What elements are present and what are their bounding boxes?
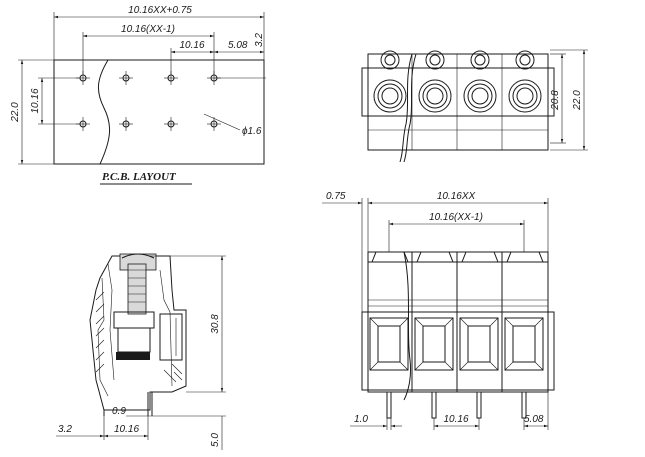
wire-entry xyxy=(508,79,542,113)
front-pin xyxy=(476,391,482,419)
pcb-layout-heading: P.C.B. LAYOUT xyxy=(102,171,177,183)
pcb-hole xyxy=(207,117,221,131)
front-view-left-offset-label: 0.75 xyxy=(326,191,346,202)
pcb-break-line xyxy=(98,59,110,165)
leader-line xyxy=(203,113,241,131)
front-view-break-line xyxy=(403,251,411,401)
pcb-hole-dia-label: ϕ1.6 xyxy=(242,126,262,137)
top-view-outline xyxy=(367,53,549,151)
side-view-pin-pitch-label: 10.16 xyxy=(114,424,139,435)
side-view-pin-length-label: 5.0 xyxy=(210,433,221,447)
wire-opening xyxy=(504,317,544,371)
pcb-hole xyxy=(164,117,178,131)
pcb-total-width-label: 10.16XX+0.75 xyxy=(128,5,192,16)
wire-entry xyxy=(373,79,407,113)
front-view-wire-openings xyxy=(369,317,544,371)
screw-hole xyxy=(425,50,445,70)
pcb-pitch-label: 10.16 xyxy=(179,40,204,51)
top-view: 20.8 22.0 xyxy=(361,49,588,163)
front-pin xyxy=(431,391,437,419)
side-view-wire-entry xyxy=(159,313,183,361)
top-view-flange xyxy=(361,67,555,117)
pcb-height-label: 22.0 xyxy=(10,102,21,123)
front-view-pitch-label: 10.16 xyxy=(443,414,468,425)
screw-hole xyxy=(470,50,490,70)
pcb-layout-view: 10.16XX+0.75 10.16(XX-1) 10.16 5.08 3.2 … xyxy=(10,5,266,185)
side-view: 30.8 5.0 0.9 3.2 10.16 xyxy=(56,253,226,450)
front-view: 0.75 10.16XX 10.16(XX-1) 1.0 10.16 5.08 xyxy=(322,191,555,430)
side-view-pin-offset-label: 3.2 xyxy=(58,424,72,435)
pcb-edge-offset-label: 5.08 xyxy=(228,40,248,51)
side-view-housing xyxy=(89,255,187,411)
wire-entry xyxy=(418,79,452,113)
front-view-pitch-span-label: 10.16(XX-1) xyxy=(429,212,483,223)
screw-hole xyxy=(380,50,400,70)
side-view-clamp xyxy=(116,352,150,360)
wire-opening xyxy=(414,317,454,371)
pcb-hole xyxy=(119,117,133,131)
pcb-row-spacing-label: 10.16 xyxy=(30,88,41,113)
pcb-holes xyxy=(76,71,221,131)
pcb-hole xyxy=(119,71,133,85)
top-view-break-line xyxy=(399,53,413,163)
pcb-outline xyxy=(53,59,265,165)
wire-opening xyxy=(369,317,409,371)
top-view-outer-height-label: 22.0 xyxy=(572,90,583,111)
front-view-pin-width-label: 1.0 xyxy=(354,414,368,425)
top-view-screws xyxy=(380,50,535,70)
side-view-pin-gap-label: 0.9 xyxy=(112,406,126,417)
pcb-top-offset-label: 3.2 xyxy=(254,33,265,47)
front-view-body xyxy=(367,251,549,393)
wire-opening xyxy=(459,317,499,371)
front-view-total-width-label: 10.16XX xyxy=(437,191,476,202)
front-view-base xyxy=(361,311,555,391)
front-pin xyxy=(386,391,392,419)
side-view-screw-body xyxy=(127,263,147,315)
top-view-inner-height-label: 20.8 xyxy=(550,90,561,111)
top-view-wire-entries xyxy=(373,79,542,113)
side-view-height-label: 30.8 xyxy=(210,314,221,334)
front-view-edge-offset-label: 5.08 xyxy=(524,414,544,425)
screw-hole xyxy=(515,50,535,70)
pcb-pitch-span-label: 10.16(XX-1) xyxy=(121,24,175,35)
wire-entry xyxy=(463,79,497,113)
